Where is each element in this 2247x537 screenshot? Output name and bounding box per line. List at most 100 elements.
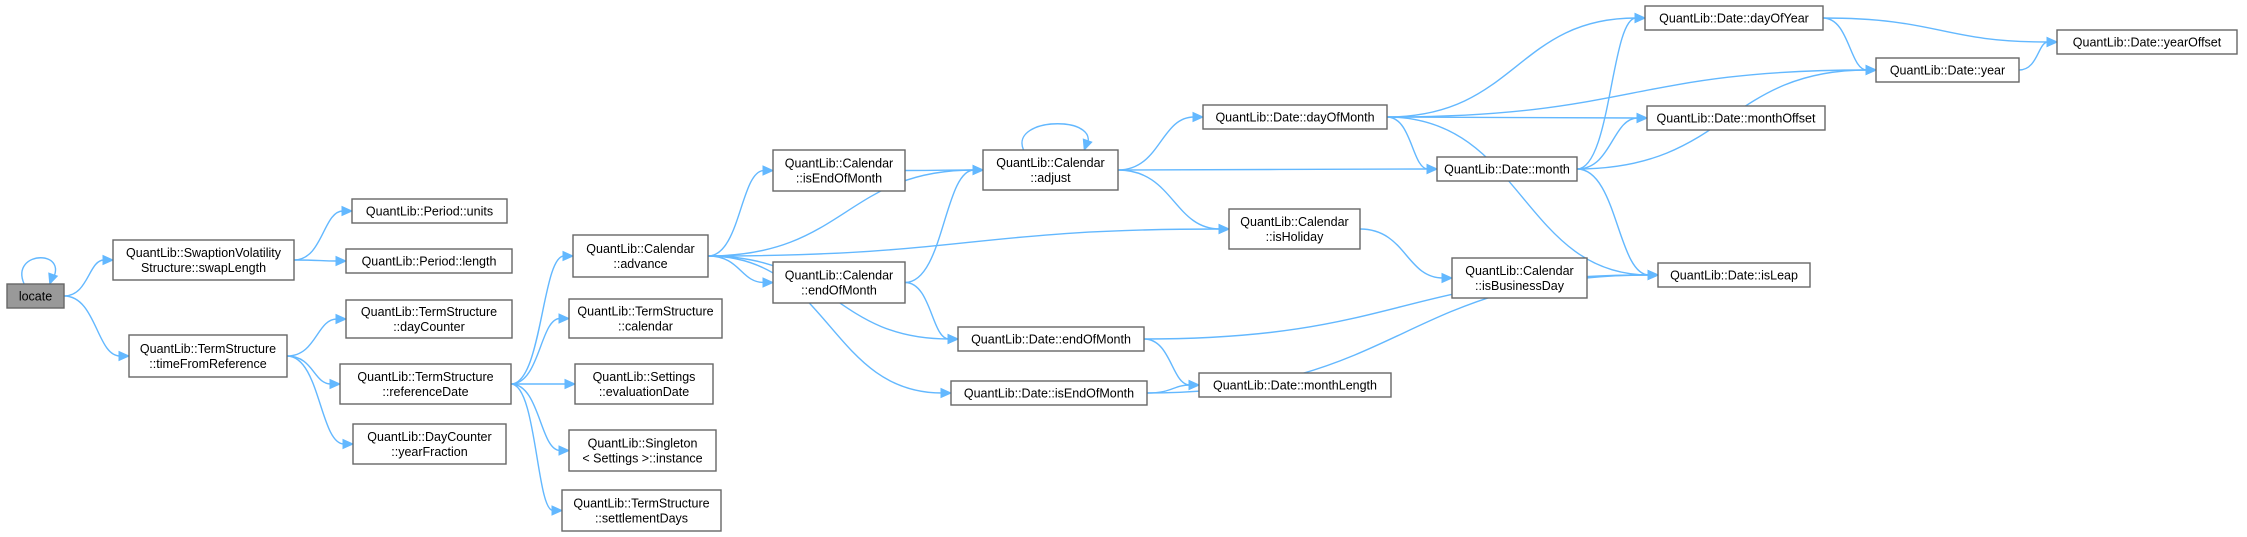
node-endofmonth_cal[interactable]: QuantLib::Calendar::endOfMonth [772, 261, 906, 304]
node-dayofyear[interactable]: QuantLib::Date::dayOfYear [1644, 5, 1824, 31]
edge-arrowhead [335, 313, 348, 325]
edge-dayofyear-to-dateyear [1822, 17, 1878, 76]
edge-locate-to-locate [21, 257, 59, 286]
edge-caladvance-to-isendofmonth_cal [707, 165, 775, 257]
edge-timefromref-to-daycounter [286, 313, 348, 357]
node-label: ::calendar [618, 320, 673, 334]
edge-endofmonth_cal-to-caladjust [904, 164, 985, 284]
node-swaplength[interactable]: QuantLib::SwaptionVolatilityStructure::s… [112, 239, 295, 281]
node-monthoffset[interactable]: QuantLib::Date::monthOffset [1646, 105, 1826, 131]
edge-caladjust-to-caladjust [1021, 123, 1093, 152]
node-label: QuantLib::TermStructure [577, 305, 713, 319]
node-label: QuantLib::Date::month [1444, 163, 1570, 177]
node-label: QuantLib::DayCounter [367, 430, 491, 444]
node-datemonth[interactable]: QuantLib::Date::month [1436, 156, 1578, 182]
node-yearfraction[interactable]: QuantLib::DayCounter::yearFraction [352, 423, 507, 465]
edge-referencedate-to-caladvance [510, 250, 575, 385]
node-box [345, 248, 513, 274]
node-dateisendofmonth[interactable]: QuantLib::Date::isEndOfMonth [950, 380, 1148, 406]
node-box [2056, 29, 2238, 55]
edge-arrowhead [329, 378, 342, 390]
node-label: ::referenceDate [382, 385, 468, 399]
node-box [1202, 104, 1388, 130]
edge-swaplength-to-periodlength [293, 255, 348, 267]
edge-locate-to-swaplength [63, 254, 115, 297]
node-periodlength[interactable]: QuantLib::Period::length [345, 248, 513, 274]
edge-arrowhead [48, 272, 59, 286]
node-box [112, 239, 295, 281]
edge-arrowhead [940, 387, 953, 399]
node-settlementdays[interactable]: QuantLib::TermStructure::settlementDays [561, 489, 722, 532]
node-label: ::endOfMonth [801, 284, 877, 298]
node-box [1875, 57, 2020, 83]
node-box [950, 380, 1148, 406]
node-singleton[interactable]: QuantLib::Singleton< Settings >::instanc… [568, 429, 717, 472]
node-box [1436, 156, 1578, 182]
node-label: QuantLib::Date::endOfMonth [971, 333, 1131, 347]
node-box [572, 234, 709, 278]
edge-caladjust-to-datemonth [1117, 163, 1439, 175]
edge-arrowhead [972, 164, 985, 176]
node-label: QuantLib::Calendar [1465, 264, 1573, 278]
node-box [352, 423, 507, 465]
node-box [772, 261, 906, 304]
node-yearoffset[interactable]: QuantLib::Date::yearOffset [2056, 29, 2238, 55]
edge-arrowhead [558, 313, 571, 324]
edge-caladjust-to-dayofmonth [1117, 111, 1205, 171]
node-calisbusinessday[interactable]: QuantLib::Calendar::isBusinessDay [1451, 257, 1588, 299]
node-locate[interactable]: locate [6, 283, 65, 309]
node-periodunits[interactable]: QuantLib::Period::units [351, 198, 508, 224]
edge-referencedate-to-singleton [510, 383, 571, 456]
node-label: ::timeFromReference [149, 357, 266, 371]
node-box [1646, 105, 1826, 131]
node-label: QuantLib::Calendar [785, 157, 893, 171]
edge-caladvance-to-calisholiday [707, 223, 1231, 257]
node-isendofmonth_cal[interactable]: QuantLib::Calendar::isEndOfMonth [772, 149, 906, 192]
node-label: QuantLib::Settings [593, 370, 696, 384]
node-label: QuantLib::Calendar [1240, 215, 1348, 229]
node-dayofmonth[interactable]: QuantLib::Date::dayOfMonth [1202, 104, 1388, 130]
node-label: QuantLib::Date::yearOffset [2073, 36, 2222, 50]
edge-arrowhead [558, 445, 571, 456]
node-tscalendar[interactable]: QuantLib::TermStructure::calendar [568, 298, 723, 339]
edge-arrowhead [1865, 64, 1878, 76]
node-isleap[interactable]: QuantLib::Date::isLeap [1657, 262, 1811, 288]
node-box [128, 334, 288, 378]
edge-arrowhead [342, 438, 355, 450]
edge-arrowhead [118, 350, 131, 362]
node-label: QuantLib::Calendar [785, 269, 893, 283]
node-daycounter[interactable]: QuantLib::TermStructure::dayCounter [345, 299, 513, 339]
node-box [1657, 262, 1811, 288]
edge-arrowhead [1426, 163, 1439, 175]
edge-arrowhead [947, 333, 960, 345]
edge-referencedate-to-settlementdays [510, 383, 564, 516]
node-box [982, 149, 1119, 191]
edge-dayofmonth-to-dayofyear [1386, 12, 1647, 118]
node-box [772, 149, 906, 192]
edge-arrowhead [562, 250, 575, 262]
node-dateyear[interactable]: QuantLib::Date::year [1875, 57, 2020, 83]
node-label: QuantLib::Date::monthOffset [1657, 112, 1816, 126]
node-label: locate [19, 290, 52, 304]
node-label: QuantLib::Calendar [996, 156, 1104, 170]
node-label: < Settings >::instance [582, 452, 702, 466]
node-monthlength[interactable]: QuantLib::Date::monthLength [1198, 372, 1392, 398]
node-caladjust[interactable]: QuantLib::Calendar::adjust [982, 149, 1119, 191]
edge-arrowhead [1441, 272, 1454, 284]
node-calisholiday[interactable]: QuantLib::Calendar::isHoliday [1228, 208, 1361, 250]
node-dateendofmonth[interactable]: QuantLib::Date::endOfMonth [957, 326, 1145, 352]
node-caladvance[interactable]: QuantLib::Calendar::advance [572, 234, 709, 278]
node-timefromref[interactable]: QuantLib::TermStructure::timeFromReferen… [128, 334, 288, 378]
node-evaldate[interactable]: QuantLib::Settings::evaluationDate [574, 363, 714, 405]
node-label: QuantLib::Period::length [362, 255, 497, 269]
node-label: ::isHoliday [1266, 230, 1324, 244]
edge-swaplength-to-periodunits [293, 205, 354, 261]
node-referencedate[interactable]: QuantLib::TermStructure::referenceDate [339, 363, 512, 405]
node-label: QuantLib::Date::year [1890, 64, 2005, 78]
edge-datemonth-to-isleap [1576, 168, 1660, 281]
node-label: ::adjust [1030, 171, 1071, 185]
edge-caladvance-to-endofmonth_cal [707, 255, 775, 288]
edge-arrowhead [1192, 111, 1205, 123]
node-box [568, 429, 717, 472]
